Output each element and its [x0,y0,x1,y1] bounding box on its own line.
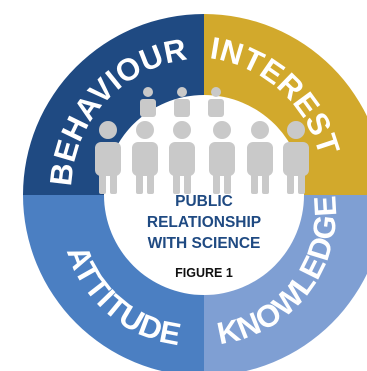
person-icon [247,121,273,194]
person-icon [140,87,156,117]
person-icon [132,121,158,194]
person-icon [208,87,224,117]
figure-label: FIGURE 1 [175,266,233,280]
knowledge-segment [204,195,367,371]
behaviour-segment [23,14,204,195]
person-icon [169,121,195,194]
person-icon [95,121,121,194]
center-title-line-2: RELATIONSHIP [147,214,261,231]
ring-segments [23,14,367,371]
attitude-segment [23,195,204,371]
person-icon [209,121,235,194]
interest-segment [204,14,367,195]
center-title: PUBLIC RELATIONSHIP WITH SCIENCE FIGURE … [147,193,261,280]
center-title-line-3: WITH SCIENCE [148,235,261,252]
person-icon [283,121,309,194]
people-graphic [95,87,309,194]
center-title-line-1: PUBLIC [175,193,233,210]
person-icon [174,87,190,117]
